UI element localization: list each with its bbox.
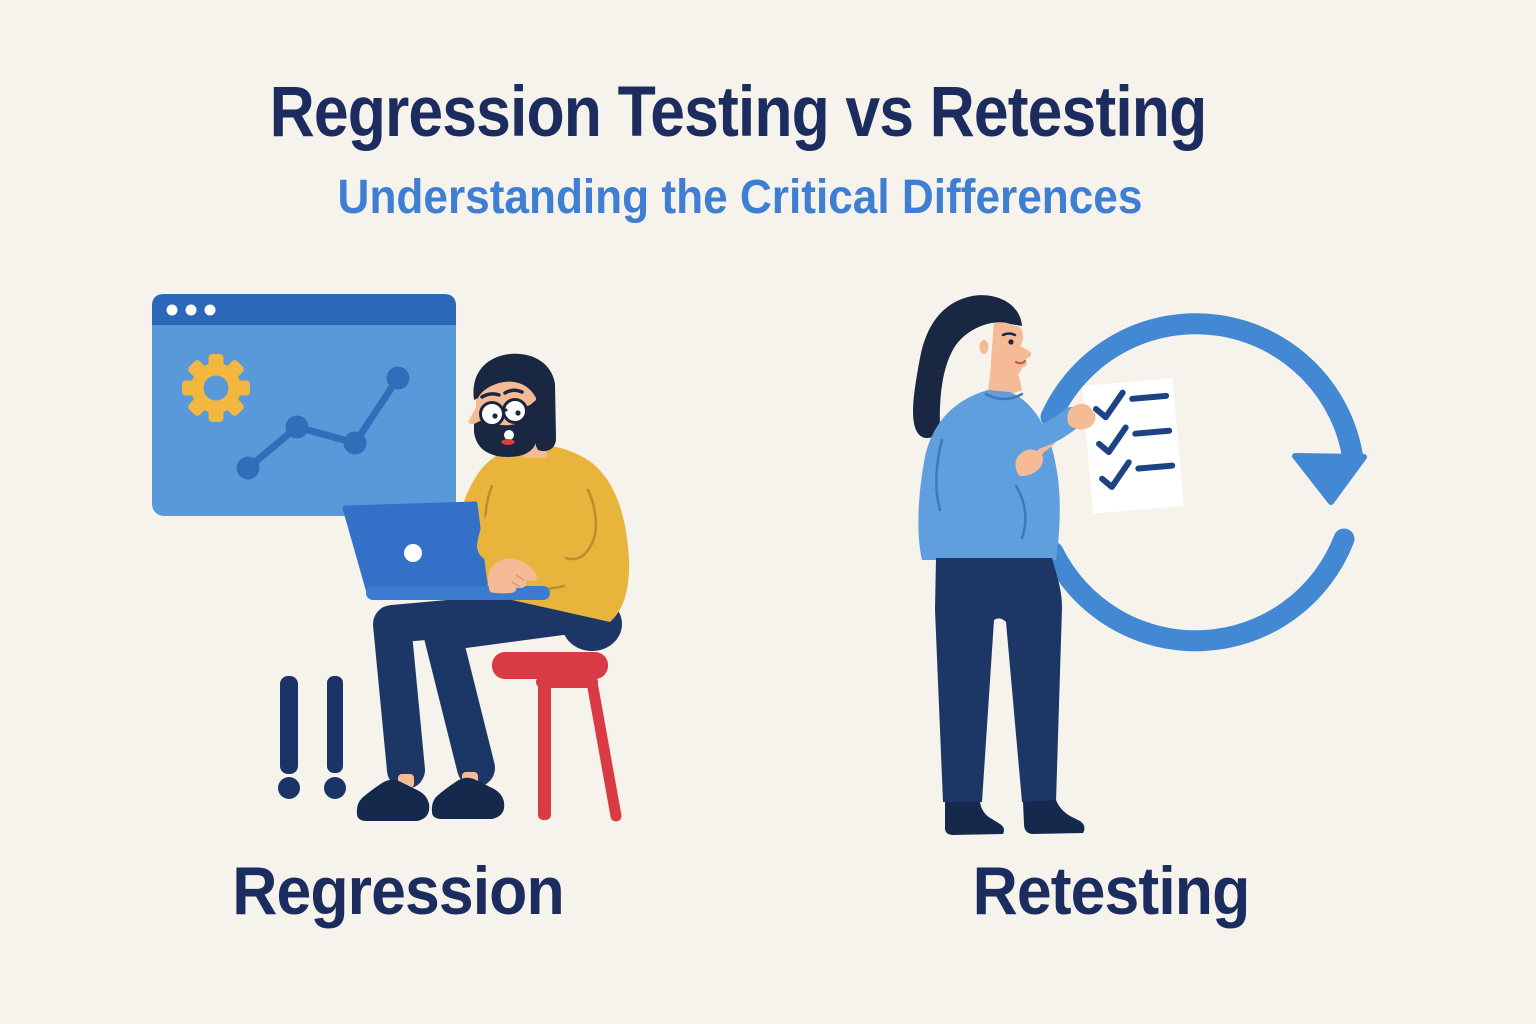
shoe bbox=[1023, 800, 1085, 834]
hand bbox=[488, 558, 537, 594]
checklist-row bbox=[1092, 389, 1170, 421]
eyebrow bbox=[503, 388, 524, 395]
typing-arm bbox=[477, 471, 547, 594]
page-title: Regression Testing vs Retesting bbox=[269, 73, 1208, 152]
regression-label: Regression bbox=[232, 853, 564, 929]
eyebrow bbox=[1001, 332, 1017, 337]
hair bbox=[913, 295, 1022, 439]
shoe bbox=[944, 802, 1004, 835]
eye bbox=[515, 410, 521, 416]
regression-scene bbox=[152, 294, 630, 822]
browser-window bbox=[152, 294, 456, 516]
nose bbox=[468, 406, 484, 424]
trend-chart-icon bbox=[236, 366, 410, 480]
eyebrow bbox=[480, 392, 501, 399]
eye bbox=[492, 413, 498, 419]
ear bbox=[979, 340, 989, 354]
exclamation-marks-icon bbox=[278, 676, 346, 799]
checklist-row bbox=[1096, 424, 1173, 456]
hair bbox=[473, 353, 556, 452]
arrowhead bbox=[1292, 453, 1367, 505]
holding-hand bbox=[1067, 403, 1096, 430]
neck bbox=[988, 372, 1022, 395]
beard bbox=[474, 400, 538, 457]
shoe bbox=[356, 779, 430, 821]
checkmark-icon bbox=[1096, 424, 1129, 456]
retesting-scene bbox=[913, 295, 1367, 835]
glasses-icon bbox=[479, 398, 539, 427]
pointing-hand bbox=[1015, 437, 1056, 477]
stool bbox=[492, 652, 622, 822]
mouth bbox=[504, 430, 514, 440]
eye bbox=[1008, 339, 1014, 345]
face bbox=[990, 320, 1032, 381]
checkmark-icon bbox=[1092, 389, 1126, 421]
checkmark-icon bbox=[1099, 459, 1132, 490]
page-subtitle: Understanding the Critical Differences bbox=[337, 171, 1143, 224]
checklist-row bbox=[1099, 459, 1176, 490]
laptop-logo bbox=[404, 544, 422, 562]
window-dots bbox=[166, 304, 216, 316]
retesting-label: Retesting bbox=[972, 853, 1251, 929]
refresh-cycle-arrow-icon bbox=[1040, 313, 1367, 652]
smile bbox=[1014, 359, 1027, 365]
shoe bbox=[431, 777, 505, 819]
gear-icon bbox=[182, 354, 250, 422]
tester-figure bbox=[913, 295, 1096, 835]
checklist-icon bbox=[1082, 378, 1184, 514]
